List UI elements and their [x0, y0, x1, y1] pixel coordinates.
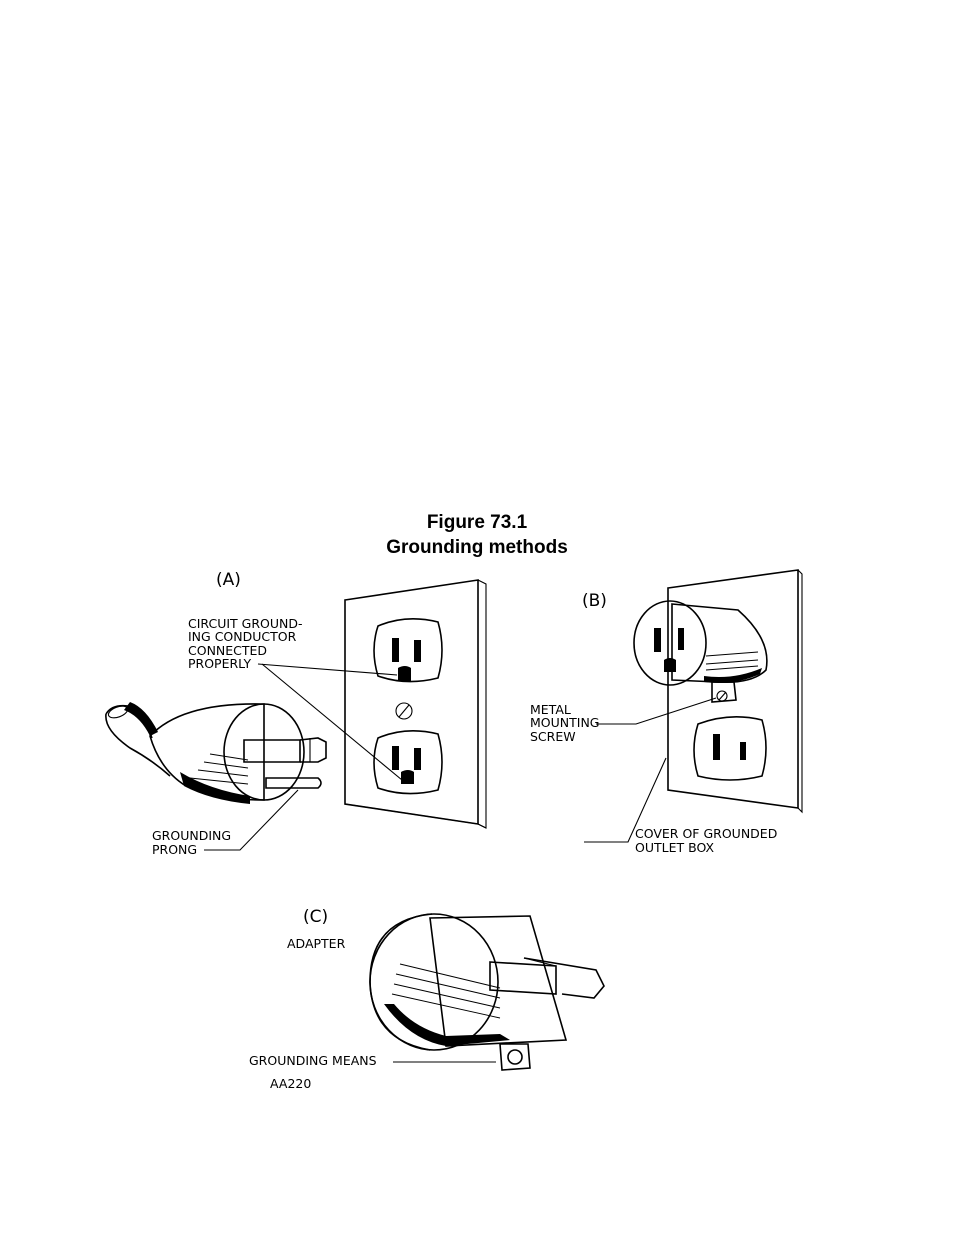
- plate-screw-icon: [396, 703, 412, 719]
- panel-c-tag: (C): [303, 907, 328, 927]
- grounding-tab-hole-icon: [508, 1050, 522, 1064]
- ground-hole-upper: [398, 666, 411, 681]
- grounding-tab: [500, 1044, 530, 1070]
- callout-cover-grounded-box: COVER OF GROUNDED OUTLET BOX: [635, 826, 781, 855]
- panel-a-tag: (A): [216, 570, 241, 590]
- panel-b-tag: (B): [582, 591, 607, 611]
- adapter-label: ADAPTER: [287, 936, 346, 951]
- three-prong-plug: [106, 702, 326, 804]
- ground-hole-lower: [401, 770, 414, 784]
- panel-a: (A) CIRCUIT GROUND- ING CONDUCT: [106, 570, 486, 857]
- plugged-adapter: [634, 601, 767, 702]
- callout-circuit-grounding: CIRCUIT GROUND- ING CONDUCTOR CONNECTED …: [188, 616, 306, 671]
- lower-receptacle: [374, 731, 442, 794]
- panel-b: (B) METAL MOUNTING: [530, 570, 802, 855]
- grounding-prong: [266, 778, 321, 788]
- figure-code: AA220: [270, 1076, 311, 1091]
- duplex-wall-plate: [345, 580, 486, 828]
- panel-b-lower-receptacle: [694, 717, 766, 780]
- callout-metal-mounting-screw: METAL MOUNTING SCREW: [530, 702, 603, 744]
- callout-grounding-prong: GROUNDING PRONG: [152, 828, 235, 857]
- mounting-screw-icon: [717, 691, 727, 701]
- grounding-adapter: [370, 914, 604, 1070]
- panel-c: (C) ADAPTER GROUNDING MEANS AA220: [249, 907, 604, 1091]
- callout-grounding-means: GROUNDING MEANS: [249, 1053, 377, 1068]
